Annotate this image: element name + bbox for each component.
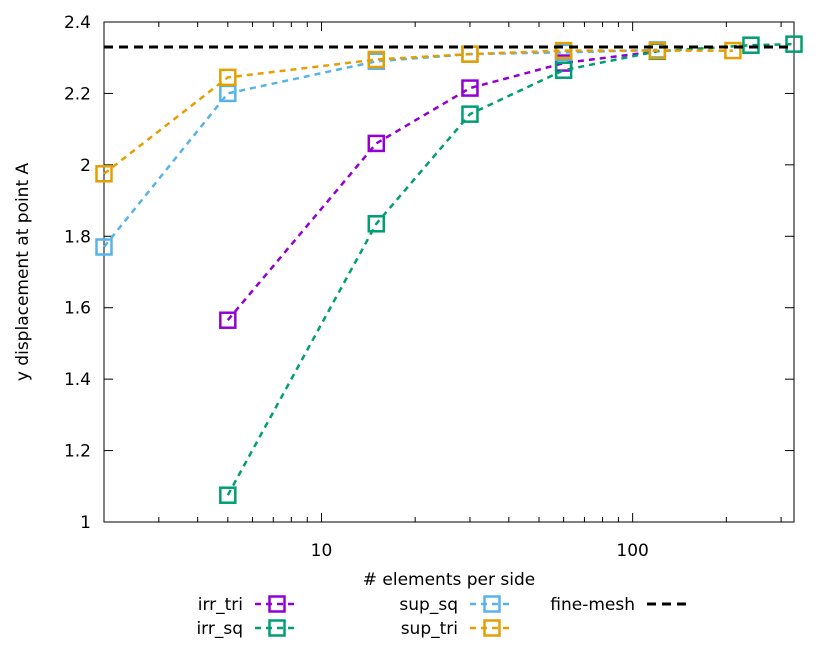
legend-label: sup_sq	[399, 595, 458, 615]
data-point-sup_sq	[95, 238, 113, 256]
y-axis: 1 1.2 1.4 1.6 1.8 2 2.2 2.4	[64, 13, 794, 533]
series-irr_tri	[219, 42, 667, 329]
y-tick-label: 1.6	[64, 299, 91, 319]
y-axis-title: y displacement at point A	[13, 162, 33, 381]
series-irr_sq	[219, 35, 803, 504]
legend-entry-sup_tri: sup_tri	[401, 619, 514, 639]
data-point-irr_sq	[554, 61, 573, 79]
data-point-irr_sq	[785, 35, 803, 53]
x-axis: 10 100	[103, 22, 782, 561]
series-layer	[95, 35, 803, 504]
series-line-sup_tri	[103, 49, 733, 175]
legend-label: sup_tri	[401, 619, 458, 639]
legend-swatch-marker	[483, 595, 501, 613]
data-point-irr_sq	[367, 215, 386, 233]
data-point-sup_tri	[367, 50, 386, 69]
y-tick-label: 2.2	[64, 84, 91, 104]
data-point-irr_sq	[742, 36, 760, 54]
data-point-sup_tri	[724, 41, 742, 60]
data-point-sup_tri	[95, 165, 113, 183]
x-tick-label: 10	[311, 541, 333, 561]
legend-entry-irr_tri: irr_tri	[198, 595, 299, 615]
series-line-irr_tri	[226, 50, 658, 322]
data-point-irr_tri	[367, 134, 386, 153]
series-sup_tri	[95, 41, 742, 183]
plot-frame	[103, 21, 795, 523]
y-tick-label: 2	[80, 156, 91, 176]
data-point-irr_sq	[461, 105, 479, 123]
data-point-sup_tri	[648, 41, 667, 60]
legend-label: fine-mesh	[550, 595, 635, 615]
data-point-irr_tri	[461, 79, 479, 97]
legend-entry-sup_sq: sup_sq	[399, 595, 514, 615]
data-point-sup_tri	[554, 41, 573, 60]
y-tick-label: 1.4	[64, 370, 91, 390]
legend-label: irr_sq	[196, 619, 243, 639]
legend: irr_tri irr_sq sup_sq sup_tri fine-mesh	[196, 595, 691, 639]
legend-swatch-marker	[268, 619, 286, 637]
legend-entry-irr_sq: irr_sq	[196, 619, 299, 639]
data-point-sup_tri	[219, 68, 237, 87]
y-tick-label: 1.8	[64, 227, 91, 247]
legend-swatch-marker	[268, 595, 286, 613]
series-sup_sq	[95, 41, 667, 256]
legend-label: irr_tri	[198, 595, 243, 615]
legend-entry-fine-mesh: fine-mesh	[550, 595, 691, 615]
y-tick-label: 1	[80, 513, 91, 533]
data-point-irr_tri	[219, 311, 237, 329]
x-tick-label: 100	[616, 541, 648, 561]
series-line-irr_sq	[226, 42, 795, 496]
y-tick-label: 1.2	[64, 442, 91, 462]
plot-border	[103, 21, 795, 523]
legend-swatch-marker	[483, 619, 501, 637]
data-point-irr_sq	[219, 486, 237, 504]
x-axis-title: # elements per side	[363, 570, 535, 590]
y-tick-label: 2.4	[64, 13, 91, 33]
